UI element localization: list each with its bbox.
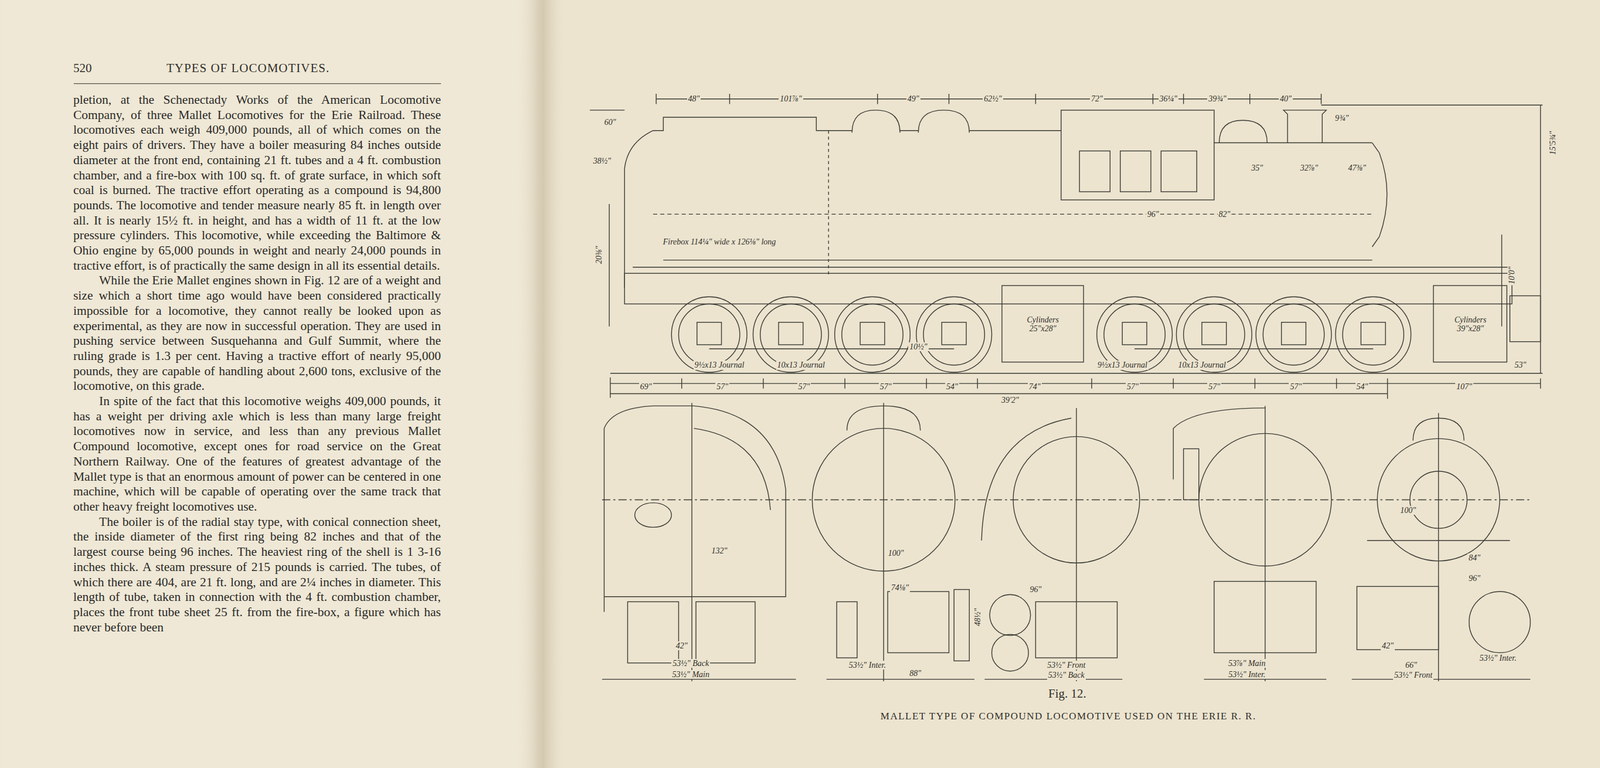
dimension-label: Cylinders 39"x28" (1450, 315, 1491, 334)
dimension-label: 32⅞" (1299, 163, 1320, 173)
dimension-label: 10½" (908, 342, 929, 352)
running-head: TYPES OF LOCOMOTIVES. (166, 60, 330, 76)
dimension-label: 48" (687, 94, 702, 104)
body-paragraph: The boiler is of the radial stay type, w… (73, 514, 441, 636)
dimension-label: Firebox 114¼" wide x 126⅛" long (661, 237, 778, 247)
dimension-label: 74" (1027, 382, 1042, 392)
dimension-label: 15'5¾" (1548, 129, 1558, 156)
dimension-label: 74⅛" (889, 583, 910, 593)
dimension-label: 57" (1207, 382, 1222, 392)
figure-caption: MALLET TYPE OF COMPOUND LOCOMOTIVE USED … (880, 710, 1257, 723)
dimension-label: 9½x13 Journal (1096, 360, 1149, 370)
right-page (541, 0, 1600, 768)
dimension-label: 10x13 Journal (776, 360, 827, 370)
dimension-label: 53½" Inter. (1227, 670, 1267, 679)
dimension-label: 10x13 Journal (1177, 360, 1228, 370)
dimension-label: 60" (603, 117, 618, 127)
dimension-label: 66" (1404, 660, 1419, 670)
dimension-label: 53½" Inter. (847, 660, 888, 670)
dimension-label: 72" (1089, 94, 1104, 104)
dimension-label: 9¾" (1333, 113, 1350, 123)
body-paragraph: In spite of the fact that this locomotiv… (73, 393, 441, 515)
dimension-label: 39¾" (1207, 94, 1228, 104)
dimension-label: 84" (1467, 553, 1482, 563)
cross-sections (602, 402, 1531, 682)
dimension-label: 53" (1513, 360, 1528, 370)
dimension-label: 42" (674, 641, 689, 651)
dimension-label: 39'2" (1000, 395, 1021, 405)
dimension-label: 42" (1380, 641, 1395, 651)
dimension-label: 54" (945, 382, 960, 392)
header-rule (73, 83, 441, 84)
dimension-label: 53½" Front (1393, 670, 1434, 680)
dimension-label: 36¼" (1158, 94, 1179, 104)
dimension-label: 53⅞" Main (1227, 658, 1267, 668)
dimension-label: 53½" Inter. (1478, 653, 1518, 663)
dimension-label: 57" (715, 382, 730, 392)
dimension-label: 54" (1355, 382, 1370, 392)
dimension-label: 53½" Back (1047, 670, 1086, 680)
left-page (0, 0, 542, 768)
dimension-label: 35" (1249, 163, 1265, 173)
dimension-label: 62½" (982, 94, 1003, 104)
dimension-label: 57" (797, 382, 812, 392)
body-paragraph: pletion, at the Schenectady Works of the… (73, 92, 441, 274)
dimension-label: 101⅞" (778, 94, 803, 104)
figure-number: Fig. 12. (1048, 686, 1087, 702)
dimension-label: 47⅜" (1347, 163, 1368, 173)
dimension-label: 53½" Front (1045, 660, 1087, 670)
dimension-label: 100" (1398, 505, 1418, 515)
dimension-label: 38½" (592, 156, 613, 166)
dimension-label: 96" (1146, 209, 1161, 219)
dimension-label: 96" (1467, 573, 1482, 583)
dimension-label: 48½" (973, 607, 983, 628)
dimension-label: 132" (710, 546, 729, 556)
body-column: pletion, at the Schenectady Works of the… (73, 92, 441, 635)
side-elevation (589, 93, 1543, 399)
dimension-label: 49" (906, 94, 921, 104)
dimension-label: 82" (1217, 209, 1232, 219)
page-number: 520 (73, 60, 93, 76)
gutter-shadow (515, 0, 567, 768)
dimension-label: 107" (1455, 382, 1474, 392)
dimension-label: 100" (887, 548, 906, 558)
body-paragraph: While the Erie Mallet engines shown in F… (73, 273, 441, 394)
dimension-label: 10'0" (1507, 265, 1517, 286)
dimension-label: 53½" Main (671, 670, 711, 679)
dimension-label: 96" (1028, 585, 1044, 594)
dimension-label: 9½x13 Journal (693, 360, 746, 370)
dimension-label: 57" (878, 382, 893, 392)
dimension-label: 57" (1125, 382, 1140, 392)
dimension-label: 20⅜" (594, 245, 604, 266)
dimension-label: 88" (908, 668, 923, 678)
dimension-label: 40" (1278, 94, 1293, 104)
dimension-label: 69" (639, 382, 654, 392)
dimension-label: Cylinders 25"x28" (1020, 315, 1066, 334)
dimension-label: 53½" Back (671, 658, 711, 668)
dimension-label: 57" (1288, 382, 1303, 392)
